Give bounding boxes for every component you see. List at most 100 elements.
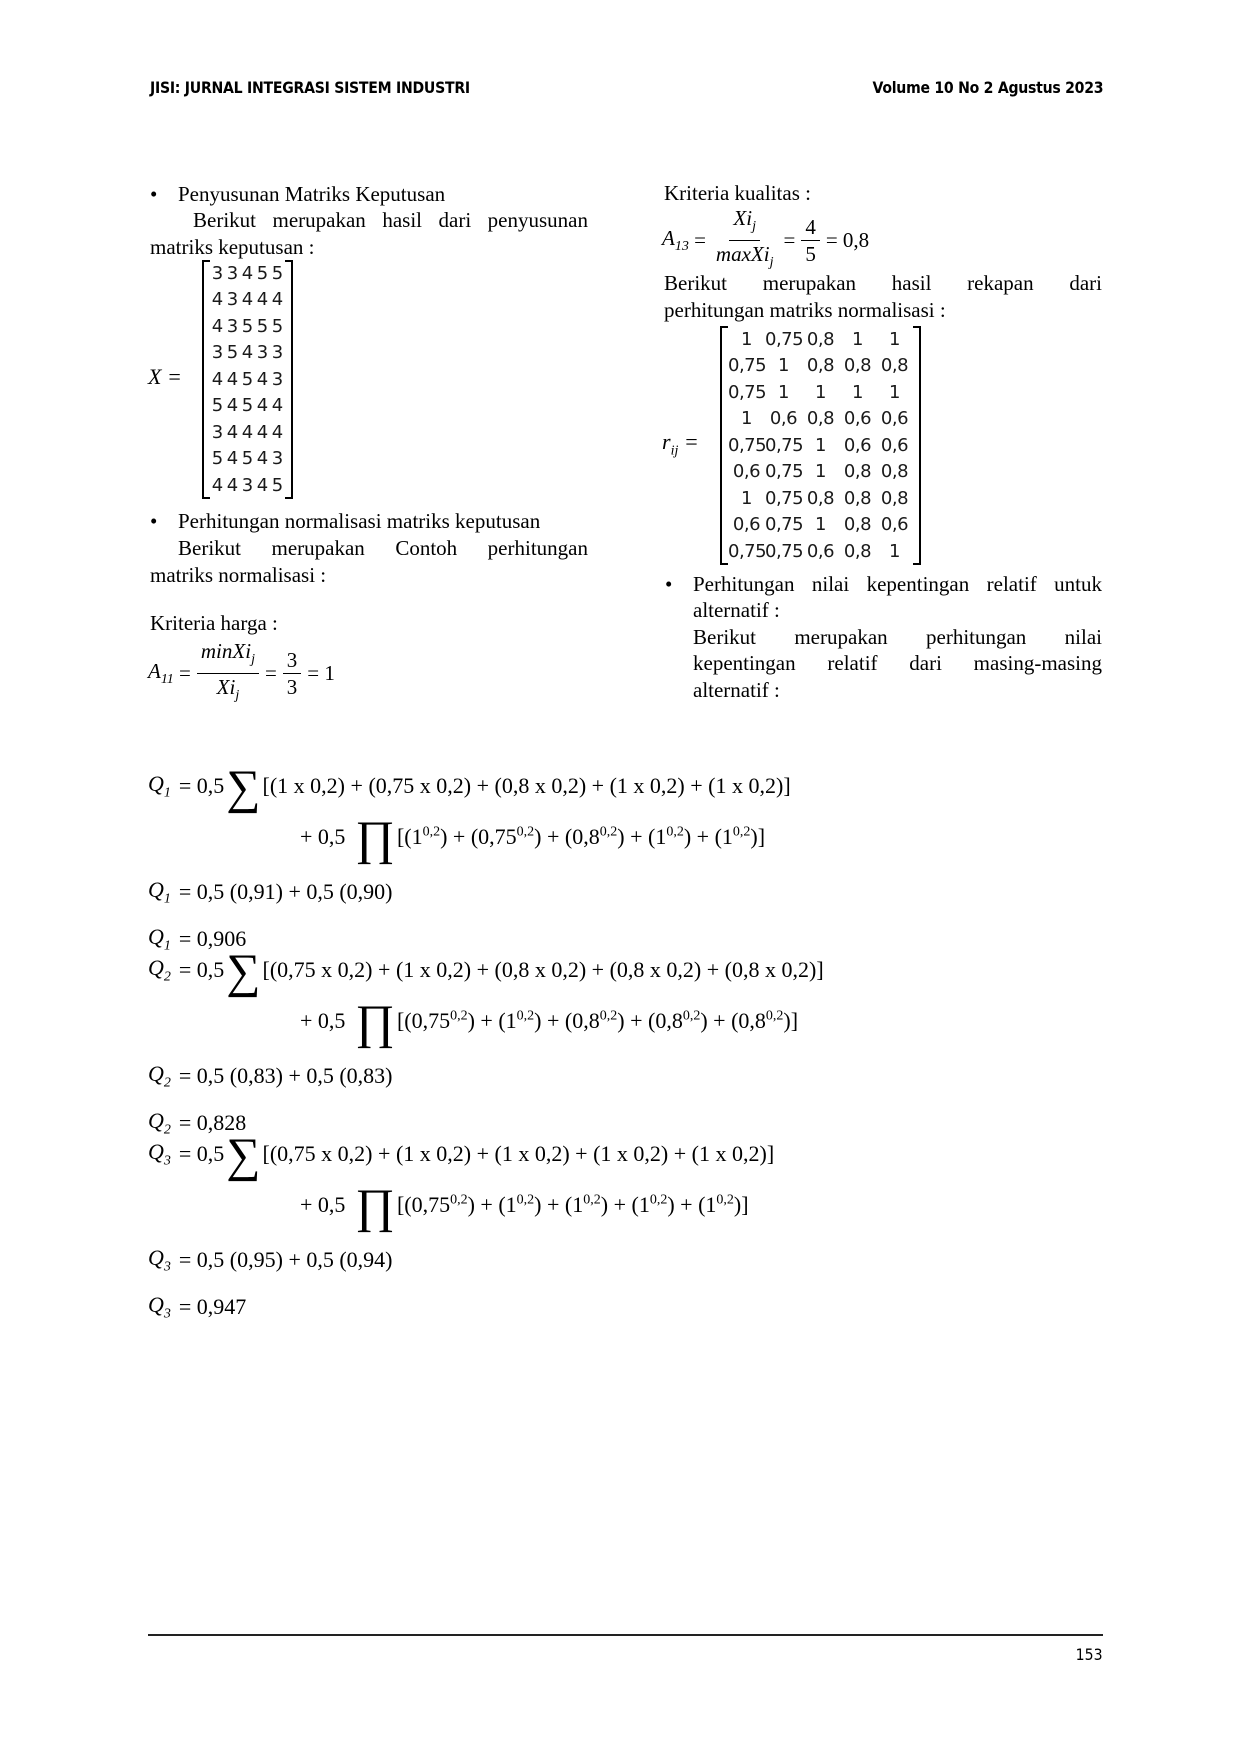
product-term: (0,80,2) [648, 1008, 708, 1033]
matrix-cell: 5 [241, 448, 254, 470]
matrix-cell: 4 [226, 368, 239, 390]
matrix-cell: 4 [256, 289, 269, 311]
matrix-cell: 3 [271, 342, 284, 364]
sum-symbol: ∑ [226, 761, 261, 815]
equation-step: Q1= 0,5 (0,91) + 0,5 (0,90) [148, 877, 393, 907]
matrix-cell: 0,6 [880, 514, 909, 536]
plus: + [586, 773, 610, 799]
matrix-cell: 4 [226, 474, 239, 496]
matrix-cell: 5 [211, 395, 224, 417]
matrix-cell: 5 [271, 315, 284, 337]
equation-step: Q2= 0,5 (0,83) + 0,5 (0,83) [148, 1061, 393, 1091]
para2-line2: matriks normalisasi : [150, 563, 327, 587]
plus: + [674, 1192, 699, 1217]
sum-term: (0,75 x 0,2) [269, 957, 373, 983]
kriteria-kualitas-label: Kriteria kualitas : [664, 181, 811, 205]
bracket: ] [790, 1008, 799, 1033]
equation-step: Q3 = 0,5 (0,95) + 0,5 (0,94) [148, 1245, 393, 1275]
matrix-cell: 3 [226, 262, 239, 284]
page-number: 153 [1076, 1645, 1103, 1664]
matrix-cell: 1 [741, 487, 752, 509]
product-term: (10,2) [648, 824, 692, 849]
product-term: (0,80,2) [564, 824, 625, 849]
matrix-cell: 5 [226, 342, 239, 364]
plus: + [707, 1008, 732, 1033]
bracket: ] [766, 1141, 775, 1167]
product-term: (10,2) [404, 824, 448, 849]
bullet-kepentingan: Perhitungan nilai kepentingan relatif un… [665, 571, 1102, 598]
plus: + [691, 824, 715, 849]
matrix-cell: 0,8 [843, 355, 872, 377]
value: = 0,5 (0,95) + 0,5 (0,94) [178, 1247, 393, 1273]
matrix-cell: 0,75 [728, 355, 767, 377]
product-symbol: ∏ [355, 1180, 395, 1233]
plus: + [372, 957, 396, 983]
bracket: [ [262, 957, 270, 983]
para3-line2: perhitungan matriks normalisasi : [664, 298, 946, 322]
sum-term: (0,8 x 0,2) [494, 957, 587, 983]
product-term: (10,2) [714, 824, 758, 849]
plus: + [541, 1192, 565, 1217]
matrix-cell: 1 [889, 540, 900, 562]
matrix-cell: 0,75 [765, 487, 804, 509]
sum-term: (0,8 x 0,2) [494, 773, 587, 799]
matrix-cell: 1 [741, 408, 752, 430]
matrix-cell: 0,75 [765, 514, 804, 536]
sum-term: (1 x 0,2) [691, 1141, 767, 1167]
footer-rule [148, 1634, 1103, 1636]
matrix-cell: 0,8 [880, 461, 909, 483]
plus-coef: + 0,5 [300, 1008, 346, 1033]
plus: + [474, 1192, 499, 1217]
matrix-cell: 1 [852, 328, 863, 350]
q-symbol: Q3 [148, 1292, 171, 1322]
bullet3-line2: alternatif : [693, 598, 780, 622]
equation-sum-line: Q3= 0,5∑[(0,75 x 0,2) + (1 x 0,2) + (1 x… [148, 1129, 775, 1183]
matrix-cell: 1 [889, 381, 900, 403]
matrix-cell: 1 [741, 328, 752, 350]
q-symbol: Q1 [148, 924, 171, 954]
sum-symbol: ∑ [226, 1129, 261, 1183]
plus: + [624, 824, 648, 849]
plus: + [541, 824, 565, 849]
matrix-cell: 4 [241, 262, 254, 284]
para2-line1: Berikut merupakan Contoh perhitungan [178, 536, 588, 560]
matrix-cell: 0,6 [732, 514, 761, 536]
coef: = 0,5 [178, 1141, 225, 1167]
matrix-cell: 4 [241, 421, 254, 443]
sum-symbol: ∑ [226, 945, 261, 999]
equation-product-line: + 0,5∏[(0,750,2) + (10,2) + (0,80,2) + (… [300, 996, 799, 1049]
plus: + [586, 957, 610, 983]
volume-info: Volume 10 No 2 Agustus 2023 [872, 78, 1103, 97]
bullet-penyusunan: Penyusunan Matriks Keputusan [150, 181, 445, 208]
sum-term: (1 x 0,2) [708, 773, 784, 799]
product-term: (10,2) [698, 1192, 742, 1217]
matrix-cell: 4 [271, 421, 284, 443]
matrix-cell: 1 [815, 434, 826, 456]
matrix-cell: 0,8 [806, 328, 835, 350]
kriteria-harga-label: Kriteria harga : [150, 611, 278, 635]
matrix-cell: 0,75 [765, 461, 804, 483]
para4-line1: Berikut merupakan perhitungan nilai [693, 625, 1102, 649]
value: = 0,5 (0,83) + 0,5 (0,83) [178, 1063, 393, 1089]
plus: + [372, 1141, 396, 1167]
matrix-cell: 4 [226, 448, 239, 470]
product-term: (10,2) [631, 1192, 675, 1217]
product-symbol: ∏ [355, 996, 395, 1049]
product-term: (10,2) [564, 1192, 609, 1217]
q-symbol: Q3 [148, 1139, 171, 1169]
plus: + [541, 1008, 565, 1033]
matrix-cell: 0,75 [765, 540, 804, 562]
value: = 0,906 [178, 926, 247, 952]
q-symbol: Q3 [148, 1245, 171, 1275]
equation-product-line: + 0,5∏[(10,2) + (0,750,2) + (0,80,2) + (… [300, 815, 765, 863]
matrix-cell: 1 [889, 328, 900, 350]
matrix-cell: 0,75 [765, 328, 804, 350]
